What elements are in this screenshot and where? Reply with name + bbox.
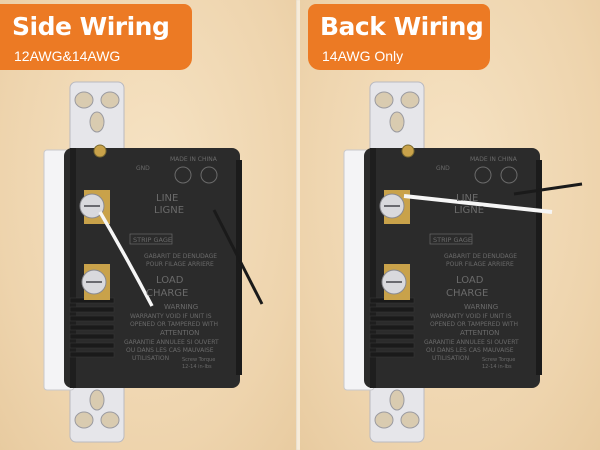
side-wiring-badge: Side Wiring 12AWG&14AWG [0, 4, 192, 70]
line-label: LINE [156, 193, 178, 204]
warning-text-2: OPENED OR TAMPERED WITH [130, 321, 218, 328]
side-wiring-subtitle: 12AWG&14AWG [14, 48, 121, 64]
back-wiring-badge: Back Wiring 14AWG Only [308, 4, 490, 70]
back-wiring-title: Back Wiring [320, 12, 484, 41]
torque-label-1: Screw Torque [482, 357, 515, 363]
made-in-label: MADE IN CHINA [470, 156, 518, 163]
warning-text-2: OPENED OR TAMPERED WITH [430, 321, 518, 328]
warning-text-1: WARRANTY VOID IF UNIT IS [430, 313, 512, 320]
ligne-label: LIGNE [454, 205, 484, 216]
warning-label: WARNING [464, 303, 498, 311]
certification-mark-icon [200, 166, 218, 184]
ligne-label: LIGNE [154, 205, 184, 216]
gabarit-label-2: POUR FILAGE ARRIERE [146, 261, 214, 268]
ul-mark-icon [174, 166, 192, 184]
gabarit-label-1: GABARIT DE DENUDAGE [444, 253, 517, 260]
gnd-label: GND [136, 165, 150, 172]
charge-label: CHARGE [446, 288, 488, 299]
strip-gage-label: STRIP GAGE [433, 236, 472, 244]
load-label: LOAD [456, 275, 484, 286]
load-label: LOAD [156, 275, 184, 286]
white-wire [98, 211, 154, 307]
gnd-label: GND [436, 165, 450, 172]
back-wiring-subtitle: 14AWG Only [322, 48, 404, 64]
torque-label-1: Screw Torque [182, 357, 215, 363]
gabarit-label-1: GABARIT DE DENUDAGE [144, 253, 217, 260]
line-label: LINE [456, 193, 478, 204]
white-wire [403, 194, 553, 214]
gabarit-label-2: POUR FILAGE ARRIERE [446, 261, 514, 268]
torque-label-2: 12-14 in-lbs [182, 364, 212, 370]
made-in-label: MADE IN CHINA [170, 156, 218, 163]
black-wire [513, 182, 583, 196]
attention-text-1: GARANTIE ANNULEE SI OUVERT [424, 339, 519, 346]
attention-text-1: GARANTIE ANNULEE SI OUVERT [124, 339, 219, 346]
ul-mark-icon [474, 166, 492, 184]
attention-text-2: OU DANS LES CAS MAUVAISE [126, 347, 214, 354]
attention-text-2: OU DANS LES CAS MAUVAISE [426, 347, 514, 354]
attention-text-3: UTILISATION [432, 355, 469, 362]
black-wire [212, 209, 264, 305]
side-wiring-title: Side Wiring [12, 12, 170, 41]
attention-label: ATTENTION [160, 329, 199, 337]
ground-screw [93, 144, 107, 158]
side-wiring-receptacle-illustration: MADE IN CHINA GND LINE LIGNE STRIP GAGE … [43, 81, 264, 443]
certification-mark-icon [500, 166, 518, 184]
attention-text-3: UTILISATION [132, 355, 169, 362]
charge-label: CHARGE [146, 288, 188, 299]
strip-gage-label: STRIP GAGE [133, 236, 172, 244]
attention-label: ATTENTION [460, 329, 499, 337]
strip-gage-box [429, 233, 473, 245]
torque-label-2: 12-14 in-lbs [482, 364, 512, 370]
strip-gage-box [129, 233, 173, 245]
warning-label: WARNING [164, 303, 198, 311]
warning-text-1: WARRANTY VOID IF UNIT IS [130, 313, 212, 320]
load-terminal-screw [81, 264, 110, 300]
load-terminal-screw [381, 264, 410, 300]
back-wiring-panel: MADE IN CHINA GND LINE LIGNE STRIP GAGE … [300, 0, 600, 450]
ground-screw [401, 144, 415, 158]
back-wiring-receptacle-illustration: MADE IN CHINA GND LINE LIGNE STRIP GAGE … [343, 81, 583, 443]
side-wiring-panel: MADE IN CHINA GND LINE LIGNE STRIP GAGE … [0, 0, 300, 450]
